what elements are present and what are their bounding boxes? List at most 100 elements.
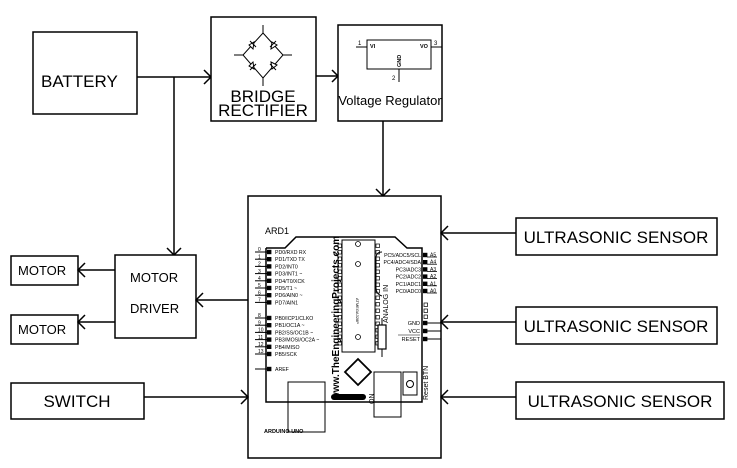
digital-pin: 7 PD7/AIN1 bbox=[255, 298, 298, 306]
analog-pin-number: A1 bbox=[430, 281, 436, 287]
digital-pin-number: 2 bbox=[258, 262, 261, 268]
digital-pin-number: 9 bbox=[258, 320, 261, 326]
regulator-pin3: 3 bbox=[434, 41, 438, 47]
motor-driver-block[interactable]: MOTOR DRIVER bbox=[114, 254, 197, 339]
switch-block[interactable]: SWITCH bbox=[10, 382, 145, 420]
switch-label: SWITCH bbox=[43, 392, 110, 411]
digital-pin-number: 1 bbox=[258, 254, 261, 260]
battery-block[interactable]: BATTERY bbox=[32, 31, 138, 115]
wire-ultrasonic-1-arduino bbox=[439, 225, 516, 241]
ultrasonic-sensor-3-label: ULTRASONIC SENSOR bbox=[528, 392, 713, 411]
analog-pin-label: PC1/ADC1 bbox=[396, 282, 421, 288]
digital-pin-label: PB1/OC1A ~ bbox=[275, 323, 305, 329]
digital-pin-number: 4 bbox=[258, 276, 261, 282]
bridge-rectifier-label-line2: RECTIFIER bbox=[218, 101, 308, 120]
digital-pin-label: PB5/SCK bbox=[275, 352, 297, 358]
analog-pin-number: A0 bbox=[430, 289, 436, 295]
digital-pin-label: PB4/MISO bbox=[275, 345, 300, 351]
motor-2-block[interactable]: MOTOR bbox=[10, 314, 79, 345]
analog-pin: A0 PC0/ADC0 bbox=[396, 289, 437, 295]
reset-button[interactable] bbox=[402, 371, 418, 396]
analog-pin-label: PC2/ADC2 bbox=[396, 275, 421, 281]
digital-pin-label: PD6/AIN0 ~ bbox=[275, 293, 303, 299]
digital-pin-number: 7 bbox=[258, 298, 261, 304]
digital-pin-number: 10 bbox=[258, 328, 264, 334]
regulator-vo: VO bbox=[420, 44, 429, 50]
digital-pin-label: PD0/RXD RX bbox=[275, 250, 307, 256]
motor-2-label: MOTOR bbox=[18, 322, 66, 337]
analog-pin-label: PC4/ADC4/SDA bbox=[384, 260, 422, 266]
analog-pin-number: A5 bbox=[430, 253, 436, 259]
wire-regulator-arduino bbox=[375, 121, 391, 198]
digital-pin: AREF bbox=[255, 366, 289, 373]
digital-pin-number: 3 bbox=[258, 269, 261, 275]
analog-pin-number: A2 bbox=[430, 274, 436, 280]
motor-driver-label-line1: MOTOR bbox=[130, 270, 178, 285]
wire-driver-motor-2 bbox=[76, 314, 115, 330]
ultrasonic-sensor-1-block[interactable]: ULTRASONIC SENSOR bbox=[515, 217, 718, 256]
wire-driver-motor-1 bbox=[76, 262, 115, 278]
voltage-regulator-block[interactable]: 1 3 2 VI VO GND Voltage Regulator bbox=[337, 24, 443, 122]
usb-connector bbox=[287, 381, 326, 433]
digital-pin-label: PD1/TXD TX bbox=[275, 257, 305, 263]
atmega-chip: ATMEGA328P bbox=[341, 239, 376, 353]
analog-pin-header: A5PC5/ADC5/SCLA4PC4/ADC4/SDAA3PC3/ADC3A2… bbox=[384, 253, 437, 295]
regulator-vi: VI bbox=[370, 44, 376, 50]
power-pin-label: RESET bbox=[402, 337, 421, 343]
on-indicator bbox=[331, 394, 366, 400]
ultrasonic-sensor-2-block[interactable]: ULTRASONIC SENSOR bbox=[515, 306, 718, 345]
analog-pin-label: PC5/ADC5/SCL bbox=[384, 253, 421, 259]
ultrasonic-sensor-3-block[interactable]: ULTRASONIC SENSOR bbox=[515, 381, 725, 420]
motor-1-block[interactable]: MOTOR bbox=[10, 255, 79, 286]
digital-pin-label: AREF bbox=[275, 367, 289, 373]
arduino-name: ARDUINO UNO bbox=[264, 429, 304, 435]
power-led-diamond bbox=[343, 357, 373, 387]
power-pin-label: GND bbox=[408, 321, 420, 327]
arduino-watermark: www.TheEngineeringProjects.com bbox=[331, 236, 342, 401]
digital-pin-label: PB3/MOSI/OC2A ~ bbox=[275, 338, 319, 344]
digital-pin-number: 0 bbox=[258, 247, 261, 253]
analog-pin: A2 PC2/ADC2 bbox=[396, 274, 437, 281]
analog-in-label: ANALOG IN bbox=[383, 285, 390, 323]
digital-pin-number: 13 bbox=[258, 349, 264, 355]
digital-pin-number: 8 bbox=[258, 313, 261, 319]
analog-pin: A4 PC4/ADC4/SDA bbox=[384, 260, 437, 266]
digital-pin: 2 PD2/INT0 bbox=[255, 262, 298, 270]
digital-pin-label: PD7/AIN1 bbox=[275, 300, 298, 306]
regulator-gnd: GND bbox=[397, 55, 403, 67]
digital-pin-number: 5 bbox=[258, 283, 261, 289]
regulator-pin2: 2 bbox=[392, 76, 396, 82]
bridge-rectifier-block[interactable]: BRIDGE RECTIFIER bbox=[210, 16, 317, 122]
wire-switch-arduino bbox=[144, 389, 250, 405]
analog-pin: A1 PC1/ADC1 bbox=[396, 281, 437, 288]
digital-pin-label: PD2/INT0 bbox=[275, 264, 298, 270]
analog-pin-label: PC3/ADC3 bbox=[396, 267, 421, 273]
digital-pin-number: 6 bbox=[258, 290, 261, 296]
chip-label: ATMEGA328P bbox=[355, 298, 360, 324]
wire-battery-motor-driver bbox=[166, 77, 182, 257]
arduino-ref: ARD1 bbox=[265, 226, 289, 236]
ultrasonic-sensor-2-label: ULTRASONIC SENSOR bbox=[524, 317, 709, 336]
analog-pin-label: PC0/ADC0 bbox=[396, 289, 421, 295]
reset-btn-label: Reset BTN bbox=[423, 366, 430, 400]
analog-pin-number: A4 bbox=[430, 260, 436, 266]
ultrasonic-sensor-1-label: ULTRASONIC SENSOR bbox=[524, 228, 709, 247]
analog-pin-number: A3 bbox=[430, 267, 436, 273]
power-jack bbox=[373, 371, 402, 418]
battery-label: BATTERY bbox=[41, 72, 118, 91]
wire-ultrasonic-2-arduino bbox=[439, 314, 516, 330]
